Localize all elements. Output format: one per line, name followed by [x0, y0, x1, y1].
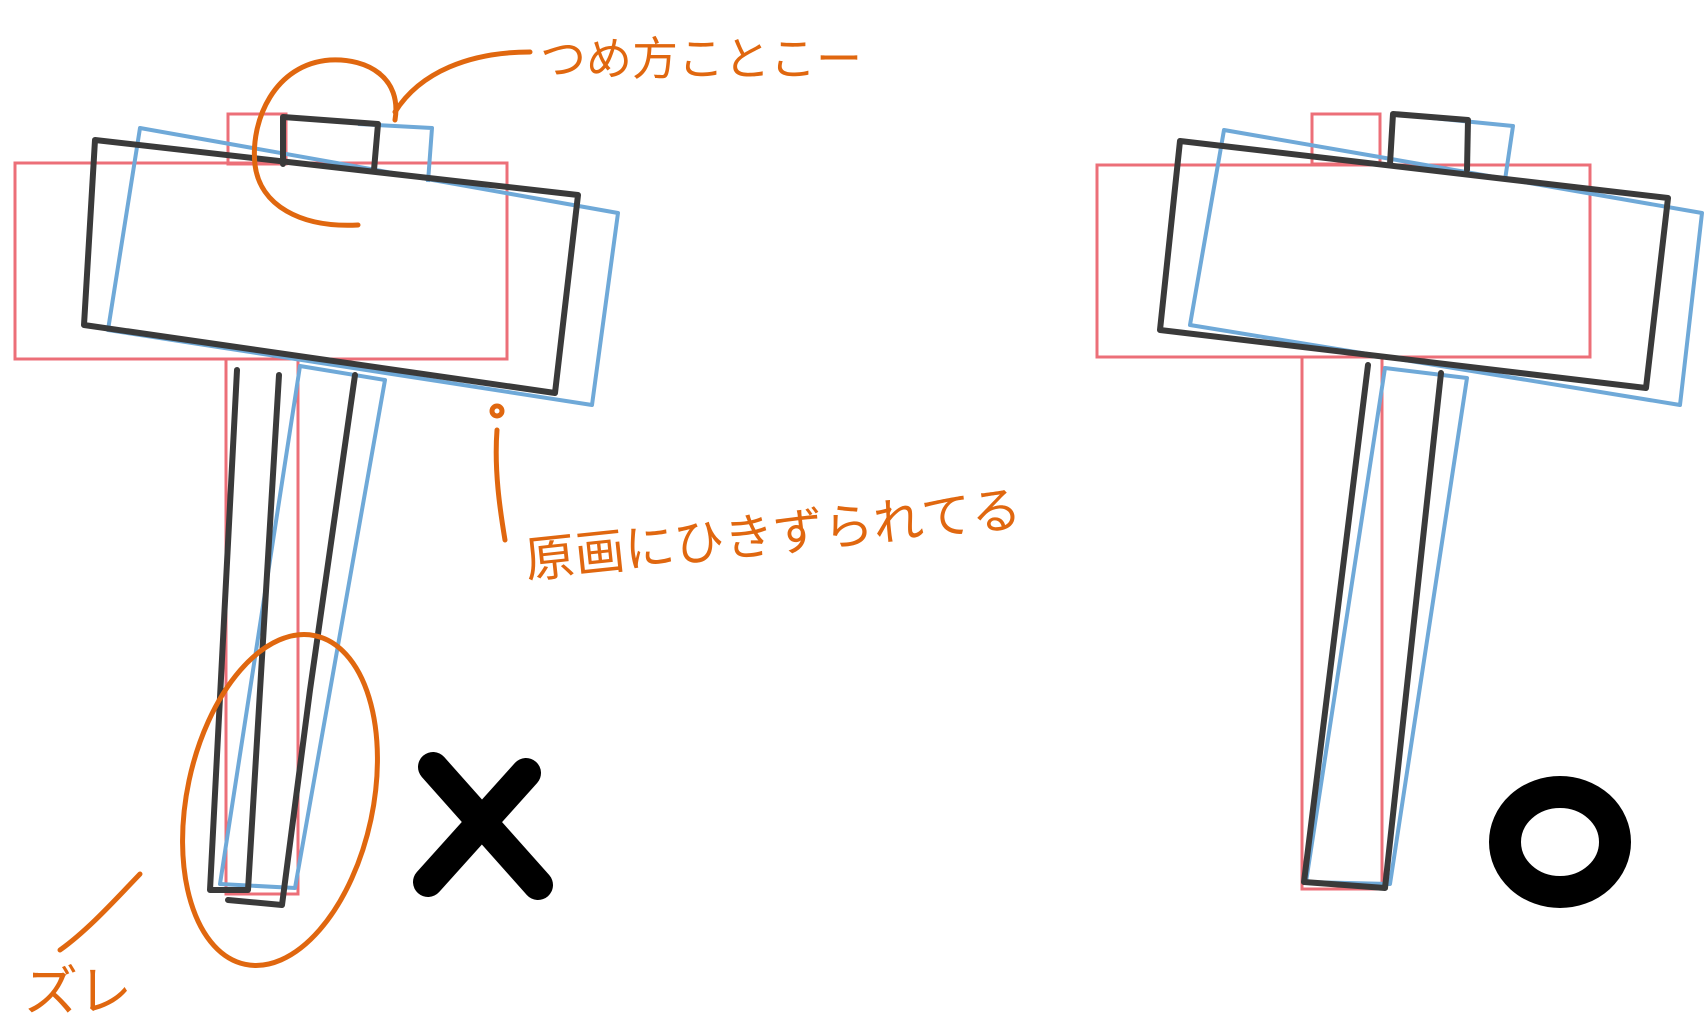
side-leader — [493, 427, 508, 543]
right-hammer — [1095, 111, 1704, 908]
top-leader — [392, 49, 533, 115]
left-hammer: つめ方ことこー 原画にひきずられてる ズレ — [13, 32, 1024, 1023]
side-note-text: 原画にひきずられてる — [522, 480, 1024, 590]
wrong-mark-icon — [413, 752, 553, 900]
bottom-leader — [57, 871, 143, 953]
correct-mark-icon — [1489, 776, 1631, 908]
left-dark-drawing — [81, 114, 581, 908]
right-blue-reference — [1188, 116, 1704, 886]
left-blue-reference — [106, 122, 620, 890]
top-circle — [251, 57, 399, 228]
right-dark-drawing — [1157, 111, 1671, 891]
top-note-text: つめ方ことこー — [540, 32, 862, 86]
bottom-ellipse — [180, 632, 380, 968]
side-leader-dot — [489, 403, 505, 419]
bottom-note-text: ズレ — [24, 960, 132, 1023]
right-red-reference — [1095, 112, 1592, 891]
